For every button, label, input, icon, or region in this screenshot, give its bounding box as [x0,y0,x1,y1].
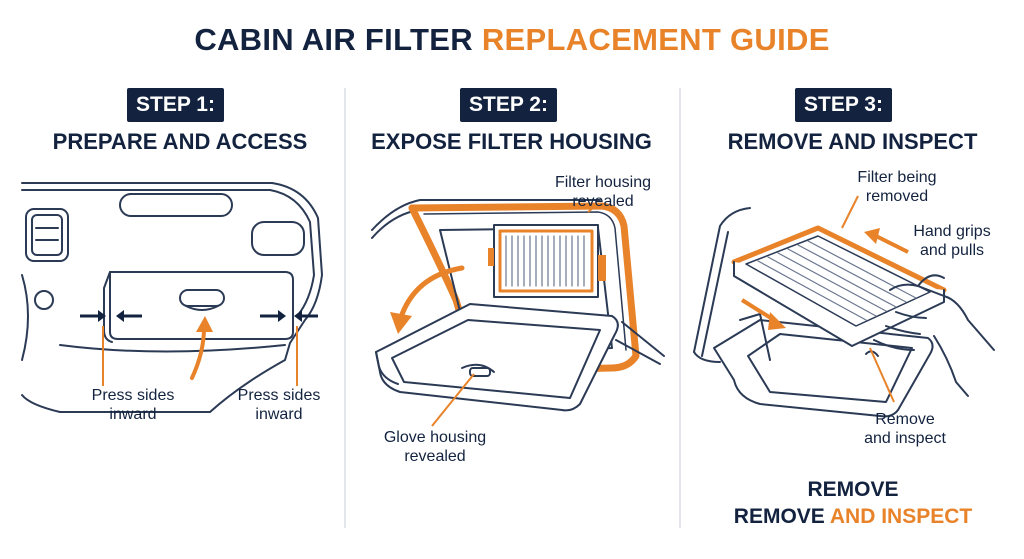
step-3-callout-inspect: Remove and inspect [852,410,958,448]
title-dark-part: CABIN AIR FILTER [194,22,482,57]
step-3-arrows [740,195,909,403]
step-2-badge: STEP 2: [460,88,557,122]
step-3-bottom-line2-dark: REMOVE [733,505,830,528]
step-1-callout-right-line1: Press sides [237,387,321,404]
step-3-callout-inspect-line1: Remove [875,411,935,428]
step-2-callout-housing: Filter housing revealed [540,173,666,211]
step-1-callout-left-line2: inward [109,406,157,423]
step-1-badge: STEP 1: [127,88,224,122]
step-2-callout-glove: Glove housing revealed [372,428,498,466]
step-2-callout-housing-line2: revealed [572,193,634,210]
step-1-callout-right-line2: inward [255,406,303,423]
column-divider-1 [344,88,346,528]
step-3-bottom-caption: REMOVE REMOVE AND INSPECT [700,476,1006,530]
step-2-callout-housing-line1: Filter housing [554,174,652,191]
step-3-callout-filter-line1: Filter being [857,169,937,186]
step-1-callout-right: Press sides inward [226,386,332,424]
step-3-callout-filter: Filter being removed [842,168,952,206]
step-3-bottom-line2-accent: AND INSPECT [829,505,973,528]
step-1-press-arrows [80,310,318,386]
column-divider-2 [679,88,681,528]
step-1-dashboard-illustration [21,182,323,413]
step-3-bottom-line2: REMOVE AND INSPECT [700,503,1006,530]
step-1-heading: PREPARE AND ACCESS [52,129,308,154]
step-3-heading: REMOVE AND INSPECT [727,129,978,154]
step-3-callout-hand-line2: and pulls [919,242,985,259]
step-3-bottom-line1: REMOVE [807,478,899,501]
step-2-callout-glove-line2: revealed [404,448,466,465]
step-3-badge: STEP 3: [795,88,892,122]
title-accent-part: REPLACEMENT GUIDE [481,22,830,57]
step-2-callout-glove-line1: Glove housing [383,429,487,446]
step-3-callout-filter-line2: removed [865,188,929,205]
page-title: CABIN AIR FILTER REPLACEMENT GUIDE [0,22,1024,58]
step-1-callout-left: Press sides inward [80,386,186,424]
step-2-housing-illustration [371,199,665,412]
step-2-arrows [390,203,599,427]
step-3-callout-inspect-line2: and inspect [864,430,946,447]
step-3-callout-hand: Hand grips and pulls [902,222,1002,260]
step-3-removal-illustration [693,207,995,418]
step-2-heading: EXPOSE FILTER HOUSING [371,129,652,154]
step-1-callout-left-line1: Press sides [91,387,175,404]
step-3-callout-hand-line1: Hand grips [913,223,991,240]
